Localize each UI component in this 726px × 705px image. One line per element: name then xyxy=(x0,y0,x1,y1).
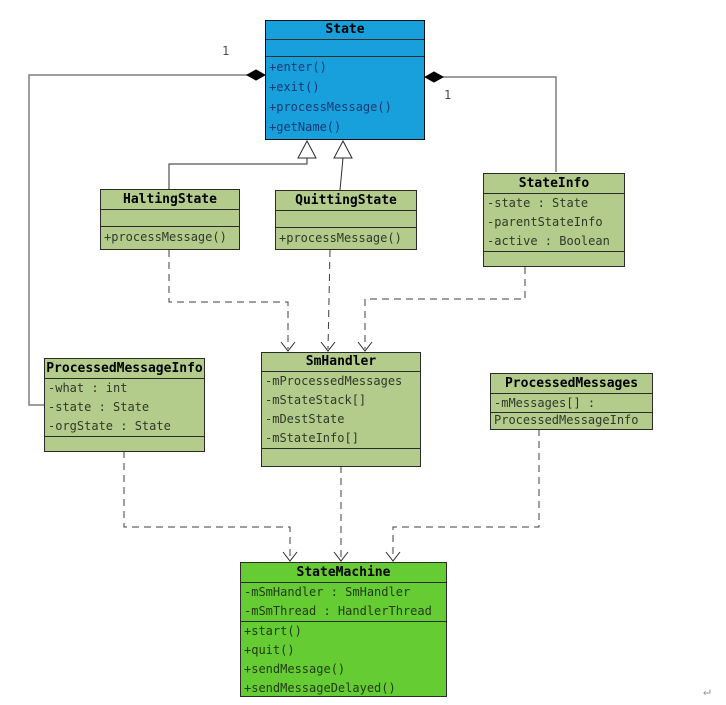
dependency-arrowhead-icon xyxy=(320,341,336,352)
class-method: +processMessage() xyxy=(104,230,227,244)
dependency-arrowhead-icon xyxy=(357,341,373,352)
class-title: SmHandler xyxy=(262,353,420,372)
class-state-info[interactable]: StateInfo -state : State -parentStateInf… xyxy=(483,173,625,267)
class-attribute: -what : int xyxy=(48,381,128,395)
class-attribute: -mSmHandler : SmHandler xyxy=(244,585,411,599)
class-attribute: -parentStateInfo xyxy=(487,215,603,229)
class-attribute: -mDestState xyxy=(265,412,345,426)
class-processed-message-info[interactable]: ProcessedMessageInfo -what : int -state … xyxy=(44,358,205,452)
class-attribute: -state : State xyxy=(48,400,150,414)
multiplicity-label-right: 1 xyxy=(444,88,452,102)
class-method: +processMessage() xyxy=(279,231,402,245)
multiplicity-label-left: 1 xyxy=(222,44,230,58)
class-title: StateMachine xyxy=(241,563,446,583)
class-attributes-empty xyxy=(266,40,424,57)
class-quitting-state[interactable]: QuittingState +processMessage() xyxy=(275,190,417,250)
generalization-triangle-quitting-icon xyxy=(333,139,353,159)
class-attributes: -state : State -parentStateInfo -active … xyxy=(484,194,624,252)
composition-diamond-left-icon xyxy=(245,69,267,81)
class-title: QuittingState xyxy=(276,191,416,211)
class-attributes-empty xyxy=(276,211,416,228)
composition-line-right xyxy=(442,76,557,172)
class-attribute: -mMessages[] : xyxy=(491,394,652,413)
class-attributes: -mProcessedMessages -mStateStack[] -mDes… xyxy=(262,372,420,449)
dependency-pmi-to-statemachine xyxy=(123,451,291,559)
class-processed-messages[interactable]: ProcessedMessages -mMessages[] : Process… xyxy=(490,373,653,430)
class-attributes: -mSmHandler : SmHandler -mSmThread : Han… xyxy=(241,583,446,622)
dependency-arrowhead-icon xyxy=(385,551,401,562)
class-state-machine[interactable]: StateMachine -mSmHandler : SmHandler -mS… xyxy=(240,562,447,697)
dependency-arrowhead-icon xyxy=(333,551,349,562)
class-method: +sendMessageDelayed() xyxy=(244,681,396,695)
return-mark: ↵ xyxy=(703,684,711,699)
class-method: +exit() xyxy=(269,80,320,94)
class-title: StateInfo xyxy=(484,174,624,194)
class-state[interactable]: State +enter() +exit() +processMessage()… xyxy=(265,20,425,140)
class-methods: +enter() +exit() +processMessage() +getN… xyxy=(266,57,424,137)
class-methods: +start() +quit() +sendMessage() +sendMes… xyxy=(241,622,446,698)
class-attribute: -mSmThread : HandlerThread xyxy=(244,604,432,618)
dependency-pm-to-statemachine xyxy=(392,429,540,559)
dependency-arrowhead-icon xyxy=(280,341,296,352)
dependency-stateinfo-to-smhandler xyxy=(364,267,526,349)
dependency-halting-to-smhandler xyxy=(168,250,289,349)
class-attributes: -what : int -state : State -orgState : S… xyxy=(45,379,204,437)
generalization-line-quitting xyxy=(339,157,344,191)
class-method: +sendMessage() xyxy=(244,662,346,676)
class-attribute: ProcessedMessageInfo xyxy=(494,413,639,427)
class-attribute: -orgState : State xyxy=(48,419,171,433)
class-sm-handler[interactable]: SmHandler -mProcessedMessages -mStateSta… xyxy=(261,352,421,467)
class-title: ProcessedMessages xyxy=(491,374,652,394)
class-title: State xyxy=(266,21,424,40)
composition-line-left xyxy=(28,74,248,406)
class-method: +getName() xyxy=(269,120,342,134)
class-title: HaltingState xyxy=(101,190,239,210)
generalization-line-halting xyxy=(168,158,308,189)
dependency-arrowhead-icon xyxy=(282,551,298,562)
class-attributes-empty xyxy=(101,210,239,227)
class-attribute: -active : Boolean xyxy=(487,234,610,248)
class-attribute: -mStateInfo[] xyxy=(265,431,359,445)
class-method: +start() xyxy=(244,624,302,638)
class-method: +quit() xyxy=(244,643,295,657)
class-attribute: -mProcessedMessages xyxy=(265,374,403,388)
class-attribute: -mStateStack[] xyxy=(265,393,367,407)
class-title: ProcessedMessageInfo xyxy=(45,359,204,379)
generalization-triangle-halting-icon xyxy=(297,139,317,159)
class-attribute: -state : State xyxy=(487,196,589,210)
class-method: +processMessage() xyxy=(269,100,392,114)
dependency-quitting-to-smhandler xyxy=(327,249,331,350)
composition-diamond-right-icon xyxy=(423,71,445,83)
class-halting-state[interactable]: HaltingState +processMessage() xyxy=(100,189,240,250)
class-method: +enter() xyxy=(269,60,327,74)
